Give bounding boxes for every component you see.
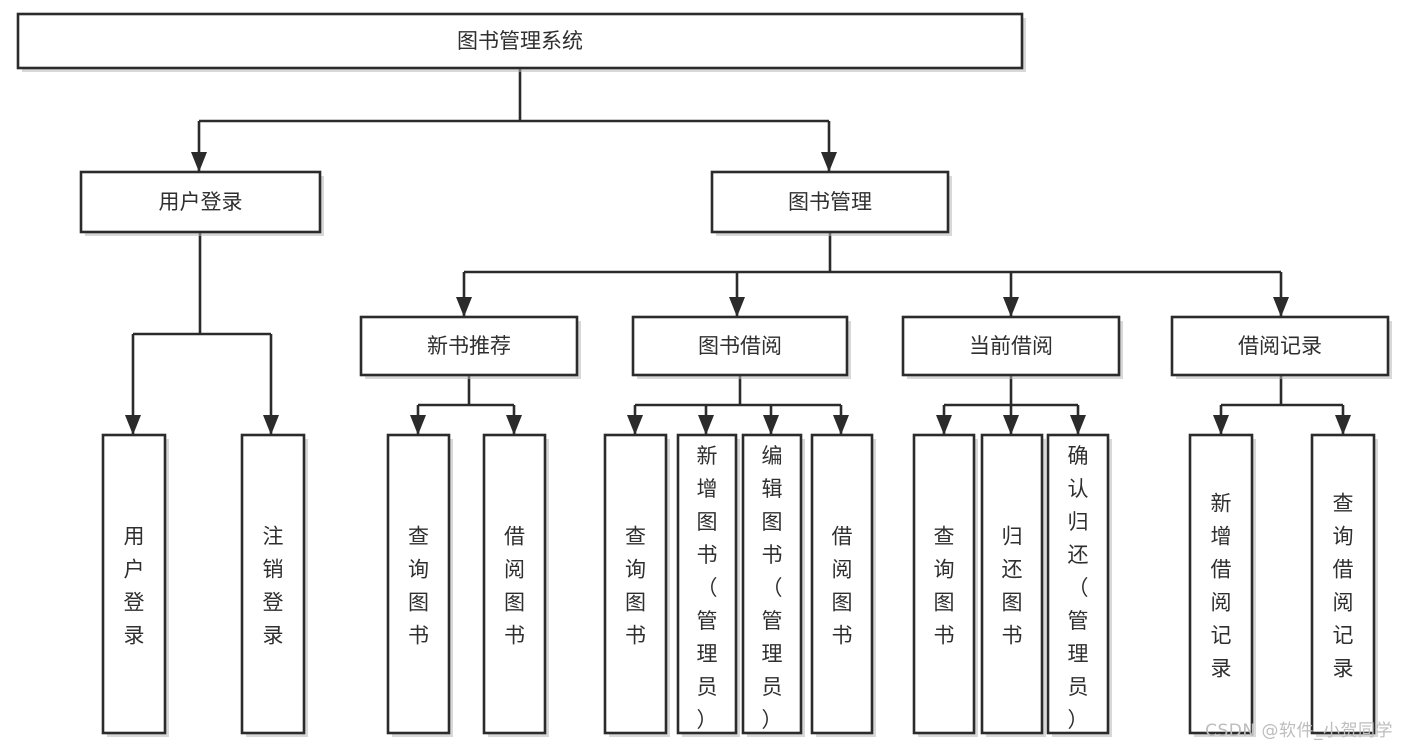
node-rect[interactable]	[1046, 433, 1110, 735]
node-new-book-rec[interactable]: 新书推荐	[359, 315, 581, 379]
connector-bookmanage-to-level3	[456, 232, 1289, 317]
node-user-login[interactable]: 用户登录	[79, 170, 324, 236]
node-leaf-user-logout[interactable]: 注销登录	[240, 433, 308, 737]
node-label: 用户登录	[124, 525, 145, 648]
connector-arrowhead	[936, 415, 952, 435]
node-leaf-query-book-3[interactable]: 查询图书	[912, 433, 978, 737]
node-label: 图书管理	[788, 190, 872, 214]
node-rect[interactable]	[631, 315, 849, 377]
node-label: 查询借阅记录	[1333, 492, 1354, 681]
connector-arrowhead	[1003, 415, 1019, 435]
node-leaf-borrow-book-1[interactable]: 借阅图书	[482, 433, 549, 737]
node-label: 借阅图书	[504, 525, 525, 648]
node-rect[interactable]	[79, 170, 322, 234]
connector-currentborrow-to-leaves	[936, 375, 1086, 435]
node-label: 查询图书	[625, 525, 646, 648]
connector-arrowhead	[456, 297, 472, 317]
node-rect[interactable]	[741, 433, 803, 735]
node-label: 用户登录	[159, 190, 243, 214]
node-rect[interactable]	[482, 433, 547, 735]
node-label: 新书推荐	[427, 334, 511, 358]
node-leaf-borrow-book-2[interactable]: 借阅图书	[810, 433, 876, 737]
connector-borrowrecord-to-leaves	[1213, 375, 1351, 435]
node-leaf-query-record[interactable]: 查询借阅记录	[1310, 433, 1378, 737]
connector-arrowhead	[1003, 297, 1019, 317]
connector-arrowhead	[263, 415, 279, 435]
node-label: 图书管理系统	[457, 29, 583, 53]
connector-arrowhead	[506, 415, 522, 435]
node-label: 借阅图书	[832, 525, 853, 648]
connector-arrowhead	[729, 297, 745, 317]
node-rect[interactable]	[603, 433, 668, 735]
connector-arrowhead	[410, 415, 426, 435]
node-leaf-return-book[interactable]: 归还图书	[980, 433, 1046, 737]
node-label: 编辑图书（管理员）	[762, 444, 783, 732]
node-label: 查询图书	[934, 525, 955, 648]
node-leaf-add-book[interactable]: 新增图书（管理员）	[676, 433, 740, 737]
node-leaf-query-book-2[interactable]: 查询图书	[603, 433, 670, 737]
node-label: 当前借阅	[969, 334, 1053, 358]
node-rect[interactable]	[810, 433, 874, 735]
node-rect[interactable]	[359, 315, 579, 377]
node-label: 确认归还（管理员）	[1068, 444, 1089, 732]
node-rect[interactable]	[980, 433, 1044, 735]
node-label: 借阅记录	[1238, 334, 1322, 358]
node-leaf-query-book-1[interactable]: 查询图书	[386, 433, 453, 737]
node-rect[interactable]	[1170, 315, 1390, 377]
connector-arrowhead	[191, 152, 207, 172]
node-book-borrow[interactable]: 图书借阅	[631, 315, 851, 379]
node-label: 注销登录	[263, 525, 284, 648]
node-label: 新增借阅记录	[1211, 492, 1232, 681]
connector-newbookrec-to-leaves	[410, 375, 522, 435]
connector-arrowhead	[833, 415, 849, 435]
node-rect[interactable]	[240, 433, 306, 735]
connector-arrowhead	[627, 415, 643, 435]
connector-arrowhead	[821, 152, 837, 172]
connector-arrowhead	[1273, 297, 1289, 317]
connector-arrowhead	[125, 415, 141, 435]
node-rect[interactable]	[1188, 433, 1254, 735]
node-rect[interactable]	[101, 433, 167, 735]
node-rect[interactable]	[1310, 433, 1376, 735]
node-current-borrow[interactable]: 当前借阅	[901, 315, 1123, 379]
connector-bookborrow-to-leaves	[627, 375, 849, 435]
node-rect[interactable]	[901, 315, 1121, 377]
node-root[interactable]: 图书管理系统	[16, 12, 1026, 72]
node-rect[interactable]	[16, 12, 1024, 70]
node-leaf-user-login[interactable]: 用户登录	[101, 433, 169, 737]
node-rect[interactable]	[676, 433, 738, 735]
node-label: 图书借阅	[698, 334, 782, 358]
node-rect[interactable]	[386, 433, 451, 735]
node-leaf-edit-book[interactable]: 编辑图书（管理员）	[741, 433, 805, 737]
node-label: 归还图书	[1002, 525, 1023, 648]
connector-arrowhead	[763, 415, 779, 435]
node-borrow-record[interactable]: 借阅记录	[1170, 315, 1392, 379]
node-book-manage[interactable]: 图书管理	[710, 170, 952, 236]
connector-arrowhead	[1070, 415, 1086, 435]
node-rect[interactable]	[710, 170, 950, 234]
connector-arrowhead	[698, 415, 714, 435]
node-label: 查询图书	[408, 525, 429, 648]
csdn-watermark: CSDN @软件_小贺同学	[1205, 721, 1393, 741]
node-label: 新增图书（管理员）	[697, 444, 718, 732]
connector-root-to-level2	[191, 68, 837, 172]
node-leaf-add-record[interactable]: 新增借阅记录	[1188, 433, 1256, 737]
connector-arrowhead	[1213, 415, 1229, 435]
connector-userlogin-to-leaves	[125, 232, 279, 435]
connector-arrowhead	[1335, 415, 1351, 435]
node-rect[interactable]	[912, 433, 976, 735]
connectors-layer	[125, 68, 1351, 435]
nodes-layer: 图书管理系统用户登录图书管理新书推荐图书借阅当前借阅借阅记录用户登录注销登录查询…	[16, 12, 1392, 737]
node-leaf-confirm-return[interactable]: 确认归还（管理员）	[1046, 433, 1112, 737]
